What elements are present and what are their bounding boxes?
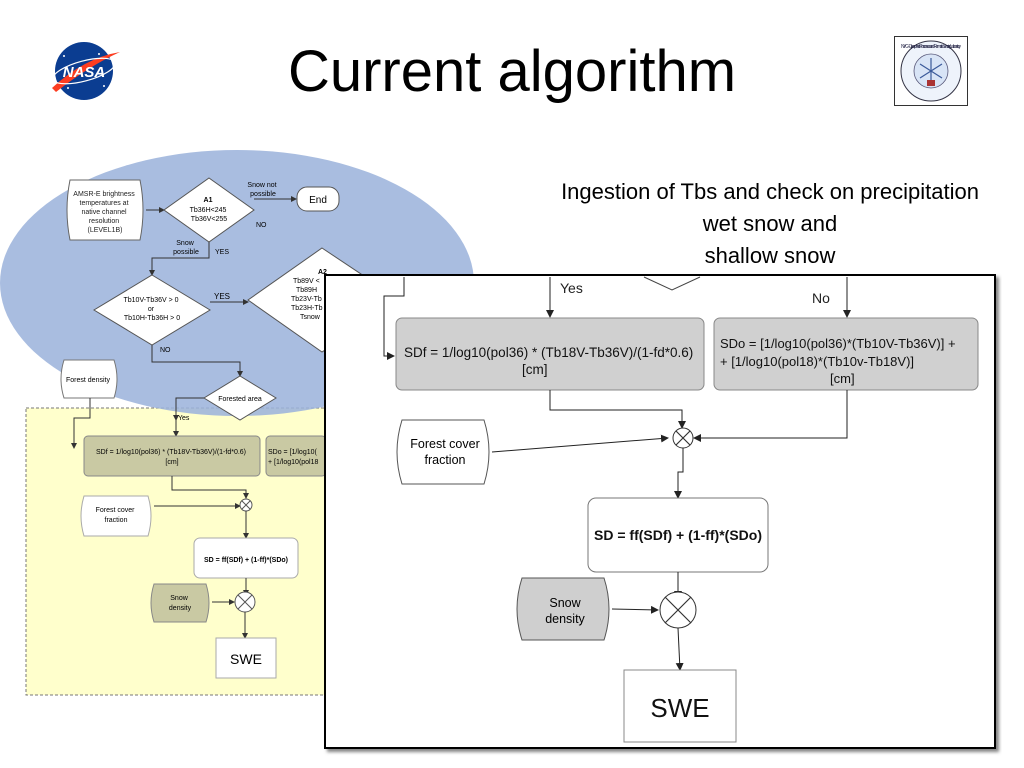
zoomed-flowchart: Yes No SDf = 1/log10(pol36) * (Tb18V-Tb3… [324, 274, 996, 749]
forest-cover-small: Forest cover fraction [96, 507, 137, 524]
svg-text:Snow: Snow [549, 596, 581, 610]
snow-density-input [516, 577, 610, 641]
snow-not-possible-label: Snow not possible [247, 182, 278, 198]
nasa-logo-text: NASA [63, 64, 106, 81]
sd-formula: SD = ff(SDf) + (1-ff)*(SDo) [594, 527, 762, 543]
lab-logo-ring-text: NYC – Cryospheric Processes and Remote S… [901, 44, 962, 50]
sdf-text-small: SDf = 1/log10(pol36) * (Tb18V-Tb36V)/(1-… [96, 449, 248, 466]
input-text: AMSR-E brightness temperatures at native… [73, 191, 136, 234]
yes-label: Yes [560, 280, 583, 296]
forest-density-label: Forest density [66, 377, 110, 384]
sdo-box [713, 317, 979, 391]
tb-test-text: Tb10V-Tb36V > 0 or Tb10H-Tb36H > 0 [123, 297, 180, 322]
snow-density-small: Snow density [169, 595, 192, 612]
swe-label: SWE [650, 693, 709, 723]
swe-box [623, 669, 737, 743]
svg-text:fraction: fraction [425, 453, 466, 467]
svg-text:End: End [309, 195, 327, 206]
svg-text:density: density [545, 612, 585, 626]
sdo-line-2: + [1/log10(pol18)*(Tb10v-Tb18V)] [720, 354, 914, 369]
lab-logo: NYC – Cryospheric Processes and Remote S… [894, 36, 968, 106]
sdf-box-small [83, 435, 261, 477]
no-label-2: NO [160, 347, 171, 354]
caption-line-3: shallow snow [704, 243, 836, 268]
end-node [296, 186, 340, 212]
caption-line-1: Ingestion of Tbs and check on precipitat… [561, 179, 979, 204]
sdo-line-3: [cm] [830, 371, 855, 386]
yes-label-1: YES [215, 249, 229, 256]
caption-line-2: wet snow and [702, 211, 838, 236]
a2-text: A2 Tb89V < Tb89H Tb23V-Tb Tb23H-Tb Tsnow [291, 269, 329, 321]
svg-text:SD = ff(SDf) + (1-ff)*(SDo): SD = ff(SDf) + (1-ff)*(SDo) [204, 557, 288, 564]
svg-text:SWE: SWE [230, 651, 262, 667]
snow-possible-label: Snow possible [173, 240, 199, 256]
swe-box-small [215, 637, 277, 679]
sdf-line-1: SDf = 1/log10(pol36) * (Tb18V-Tb36V)/(1-… [404, 345, 693, 360]
forest-cover-input [396, 419, 490, 485]
svg-text:Forest cover: Forest cover [410, 437, 479, 451]
no-label: No [812, 290, 830, 306]
sdo-text-small: SDo = [1/log10( + [1/log10(pol18 [268, 449, 319, 466]
slide-caption: Ingestion of Tbs and check on precipitat… [470, 176, 1024, 272]
sdo-line-1: SDo = [1/log10(pol36)*(Tb10V-Tb36V)] + [720, 336, 956, 351]
slide-title: Current algorithm [287, 39, 737, 104]
forested-area-label: Forested area [218, 396, 262, 403]
sdf-line-2: [cm] [522, 362, 548, 377]
sdo-box-small [265, 435, 327, 477]
nasa-logo: NASA [52, 42, 120, 100]
yes-label-3: Yes [178, 415, 190, 422]
a1-text: A1 Tb36H<245 Tb36V<255 [190, 197, 229, 223]
no-label-1: NO [256, 222, 267, 229]
yes-label-2: YES [214, 292, 230, 301]
